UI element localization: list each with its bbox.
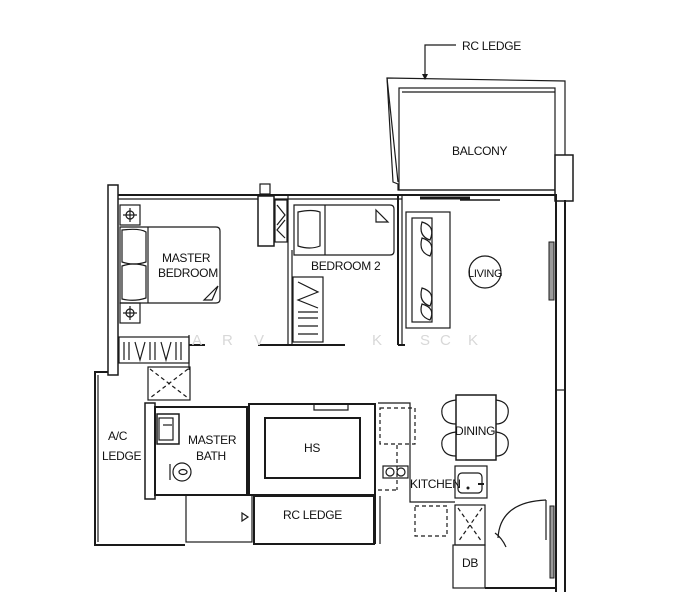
living-label: LIVING: [468, 268, 502, 280]
master-bath-label-1: MASTER: [188, 433, 237, 447]
rc-ledge-top-label: RC LEDGE: [462, 39, 521, 53]
bedroom-2: BEDROOM 2: [257, 195, 405, 346]
svg-text:K: K: [372, 332, 382, 349]
hs-label: HS: [304, 441, 320, 455]
right-exterior-wall: [549, 196, 566, 592]
master-bedroom-label-2: BEDROOM: [158, 266, 218, 280]
balcony-label: BALCONY: [452, 144, 508, 158]
rc-ledge-bottom-label: RC LEDGE: [283, 508, 342, 522]
master-bedroom-label-1: MASTER: [162, 251, 211, 265]
top-wall: [118, 183, 557, 200]
svg-text:S: S: [420, 332, 430, 349]
kitchen-label: KITCHEN: [410, 477, 461, 491]
bedroom-2-label: BEDROOM 2: [311, 259, 381, 273]
svg-text:V: V: [254, 332, 264, 349]
db-label: DB: [462, 556, 478, 570]
balcony: BALCONY: [386, 77, 574, 202]
rc-ledge-callout: RC LEDGE: [422, 39, 522, 80]
svg-text:K: K: [468, 332, 478, 349]
svg-text:A: A: [192, 332, 202, 349]
master-bath-label-2: BATH: [196, 449, 226, 463]
ac-ledge-label-1: A/C: [108, 429, 128, 443]
svg-text:C: C: [440, 332, 451, 349]
ac-ledge-label-2: LEDGE: [102, 449, 141, 463]
dining-label: DINING: [455, 424, 495, 438]
watermark: A R V K S C K: [192, 332, 478, 349]
dining: DINING: [441, 394, 509, 461]
svg-text:R: R: [222, 332, 233, 349]
lower-left-block: A/C LEDGE MASTER BATH HS RC LEDGE: [94, 366, 381, 546]
master-bedroom: MASTER BEDROOM: [107, 184, 221, 376]
living: LIVING: [405, 211, 555, 329]
kitchen: KITCHEN DB: [378, 402, 556, 589]
